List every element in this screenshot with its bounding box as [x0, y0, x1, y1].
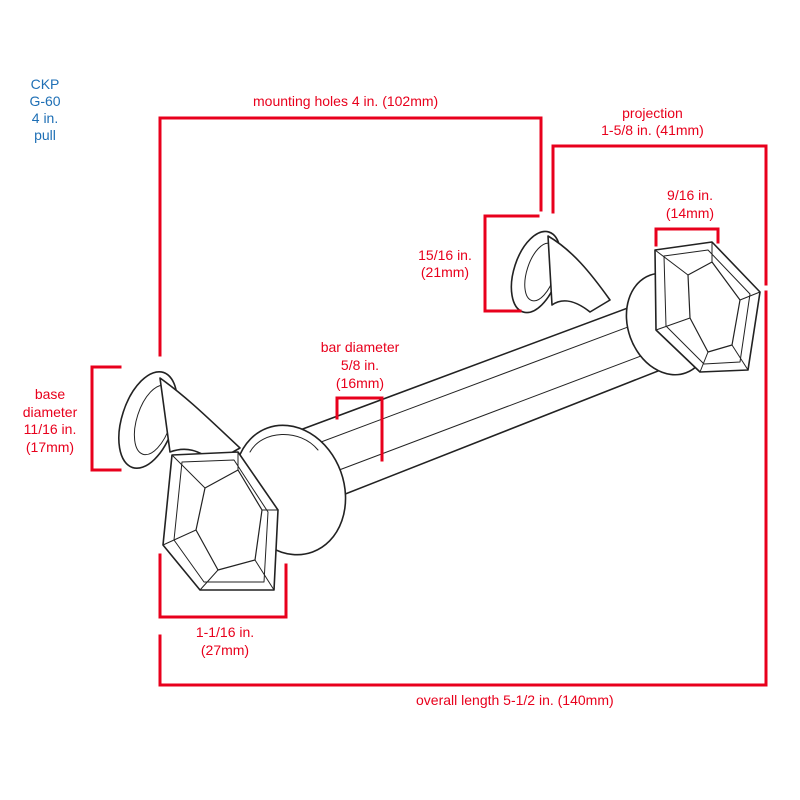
bar-diameter-in-label: 5/8 in. — [340, 357, 380, 373]
bar-diameter-mm-label: (16mm) — [335, 375, 385, 391]
left-hex-end — [162, 451, 279, 591]
projection-bracket — [551, 144, 768, 286]
product-model: G-60 — [29, 93, 61, 109]
overall-length-label: overall length 5-1/2 in. (140mm) — [416, 692, 614, 708]
end-width-mm-label: (14mm) — [665, 205, 715, 221]
end-length-bracket — [158, 553, 288, 619]
height-in-label: 15/16 in. — [418, 247, 472, 263]
base-diameter-in-label: 11/16 in. — [23, 421, 77, 437]
base-title-label-2: diameter — [22, 404, 78, 420]
product-brand: CKP — [30, 76, 60, 92]
height-mm-label: (21mm) — [420, 264, 470, 280]
pull-sketch — [118, 230, 761, 591]
mounting-holes-label: mounting holes 4 in. (102mm) — [253, 93, 439, 109]
left-post — [118, 370, 241, 470]
end-length-mm-label: (27mm) — [200, 642, 250, 658]
mounting-holes-bracket — [158, 116, 543, 357]
overall-length-bracket — [158, 290, 768, 687]
bar-diameter-bracket — [335, 396, 384, 462]
end-width-bracket — [654, 227, 720, 247]
projection-title-label: projection — [622, 105, 683, 121]
bar-diameter-title-label: bar diameter — [320, 339, 400, 355]
right-hex-end — [654, 241, 761, 373]
product-label: CKP G-60 4 in. pull — [10, 76, 80, 144]
base-diameter-bracket — [90, 365, 122, 472]
dimension-lines — [90, 116, 768, 687]
end-width-in-label: 9/16 in. — [667, 187, 713, 203]
height-bracket — [483, 214, 540, 313]
base-title-label-1: base — [34, 386, 66, 402]
product-size: 4 in. — [31, 110, 59, 126]
base-diameter-mm-label: (17mm) — [25, 439, 75, 455]
product-type: pull — [34, 127, 56, 143]
right-post — [510, 230, 611, 314]
projection-value-label: 1-5/8 in. (41mm) — [601, 122, 704, 138]
end-length-in-label: 1-1/16 in. — [195, 624, 255, 640]
